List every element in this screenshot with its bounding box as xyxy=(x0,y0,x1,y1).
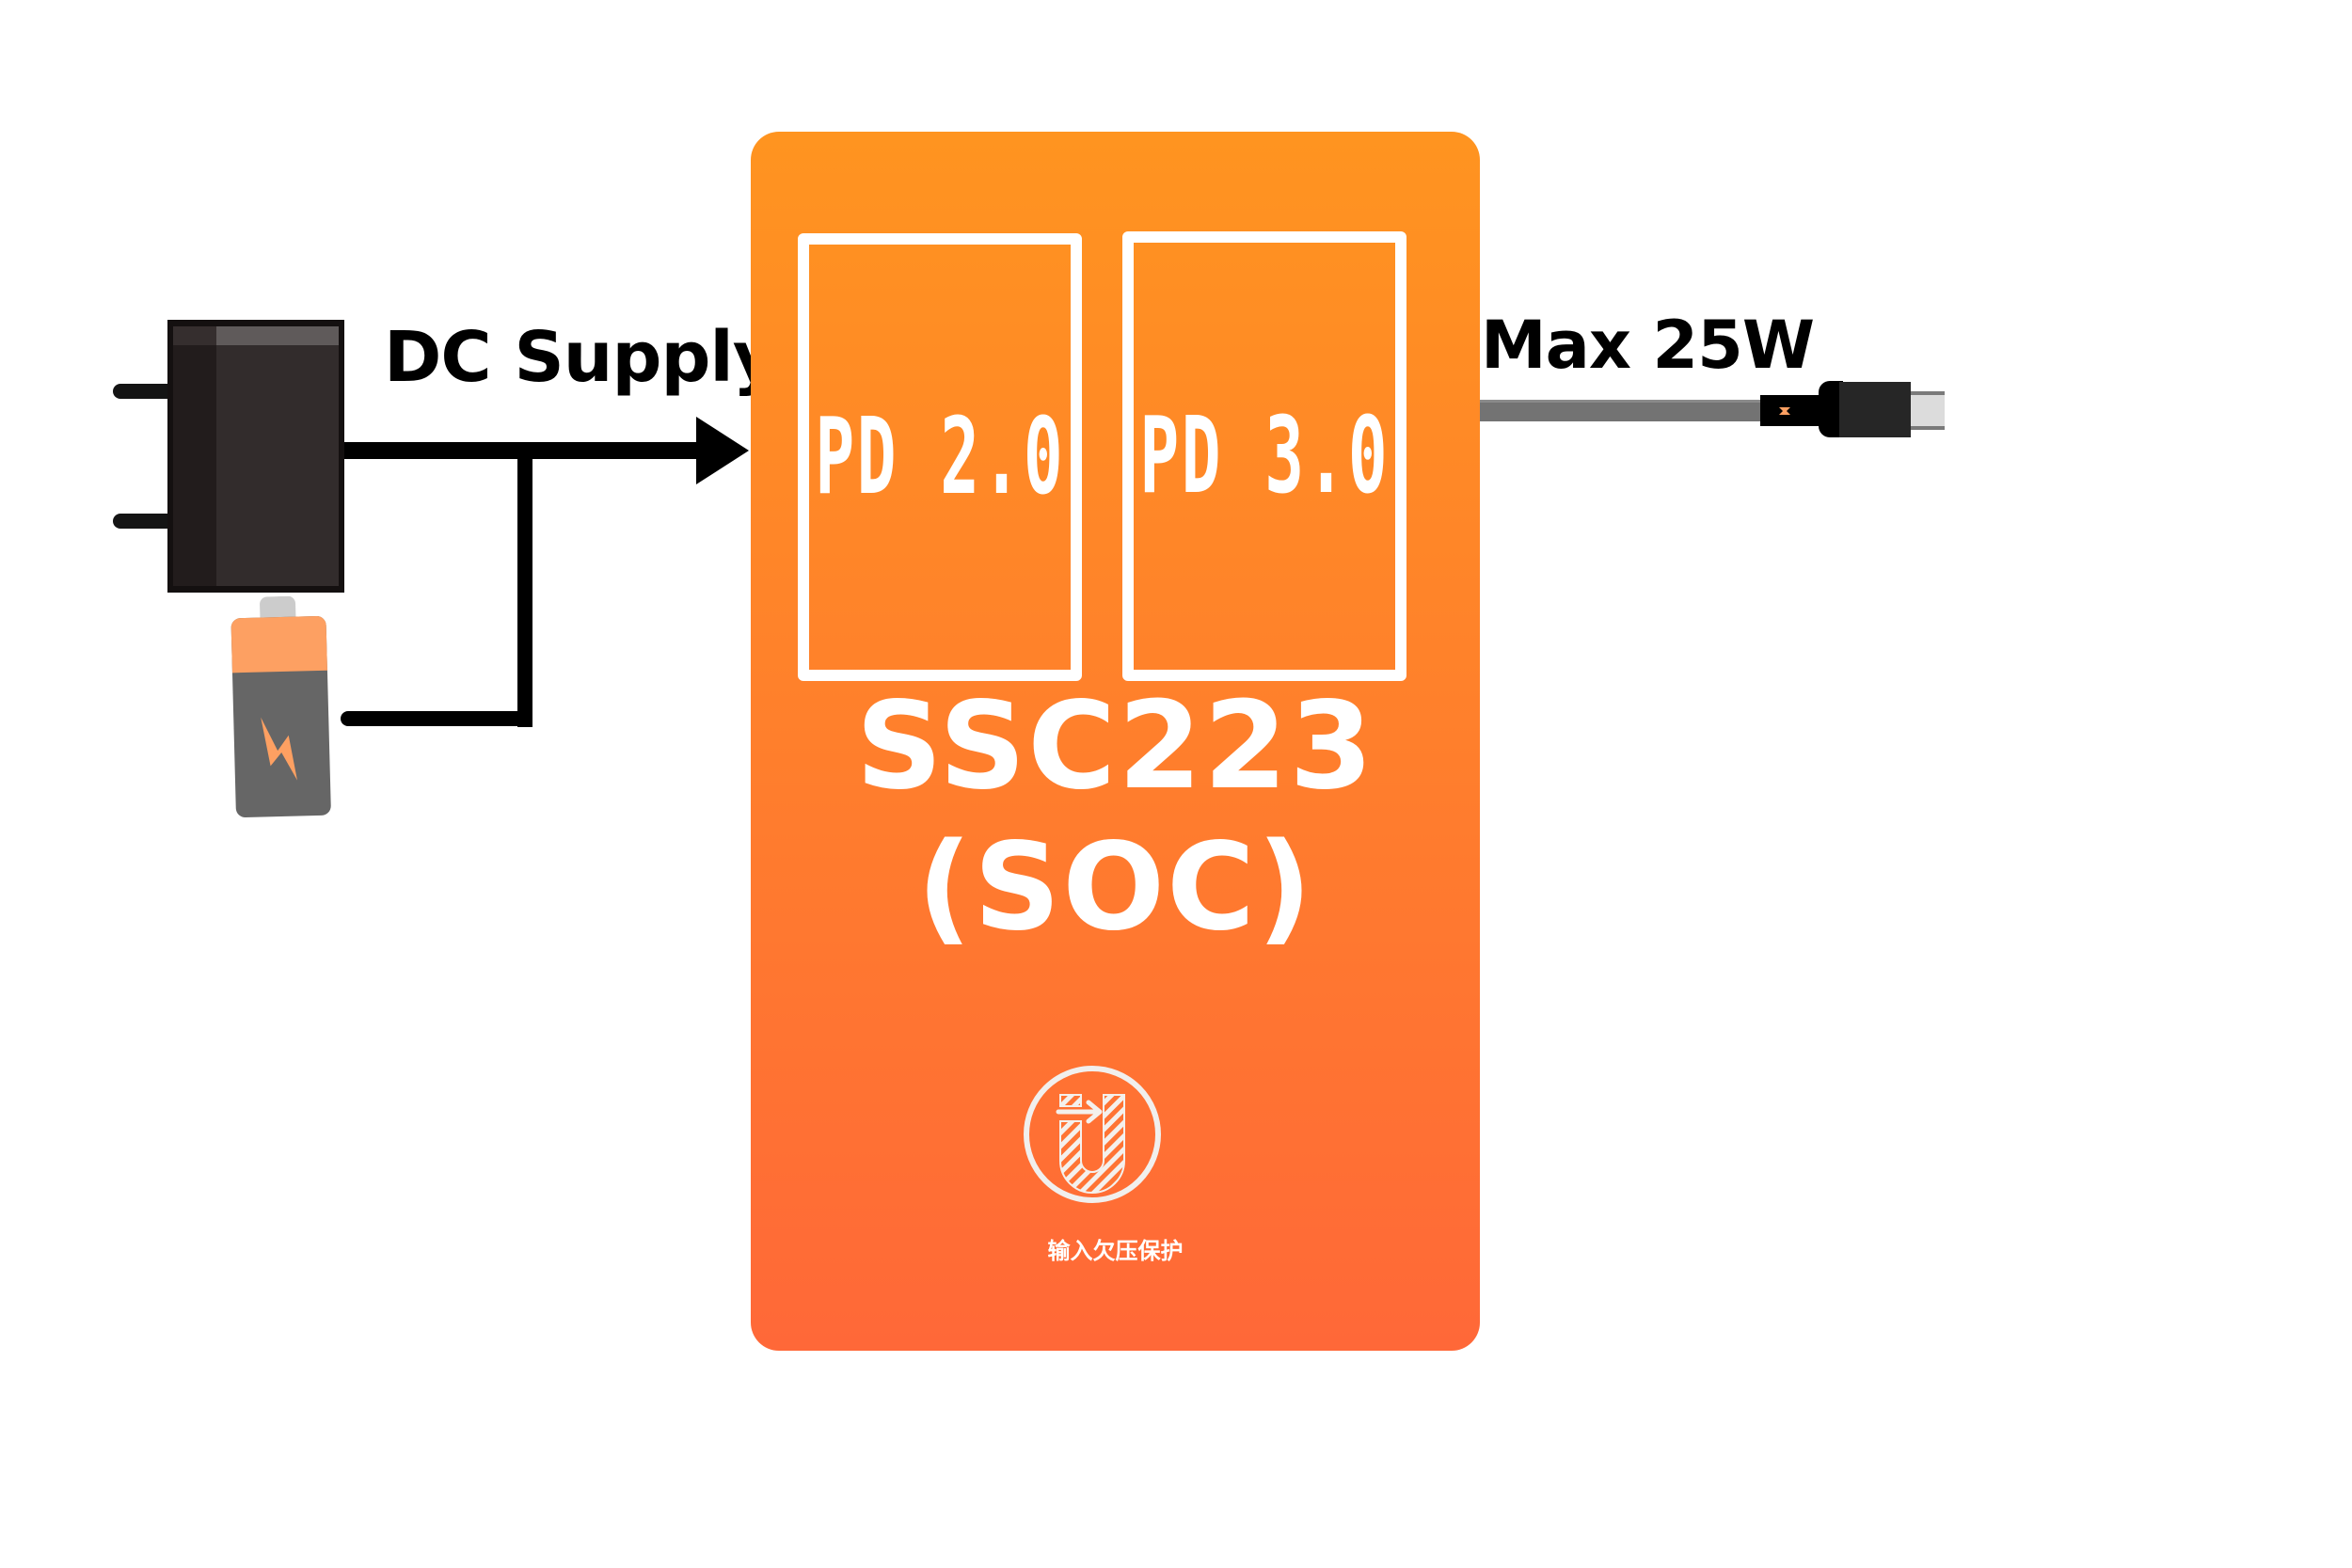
protocol-box-pd30: PD 3.0 xyxy=(1122,231,1406,681)
dc-supply-label: DC Supply xyxy=(384,317,778,398)
usb-c-cable-icon xyxy=(1480,376,1950,442)
soc-name: SSC223 xyxy=(855,676,1375,816)
undervoltage-protection-label: 输入欠压保护 xyxy=(1047,1238,1184,1264)
battery-icon xyxy=(227,595,336,824)
undervoltage-protection-icon xyxy=(1021,1063,1164,1206)
protocol-label: PD 2.0 xyxy=(815,396,1065,518)
max-power-label: Max 25W xyxy=(1481,307,1815,384)
protocol-box-pd20: PD 2.0 xyxy=(798,233,1082,681)
battery-branch-wire-vertical xyxy=(517,442,532,727)
battery-branch-wire-horizontal xyxy=(341,711,532,726)
power-adapter-icon xyxy=(111,320,346,593)
soc-block: PD 2.0 PD 3.0 SSC223 (SOC) 输入欠压保护 xyxy=(751,132,1480,1351)
soc-type: (SOC) xyxy=(916,817,1314,958)
arrow-head-icon xyxy=(696,417,749,484)
protocol-label: PD 3.0 xyxy=(1139,395,1390,517)
